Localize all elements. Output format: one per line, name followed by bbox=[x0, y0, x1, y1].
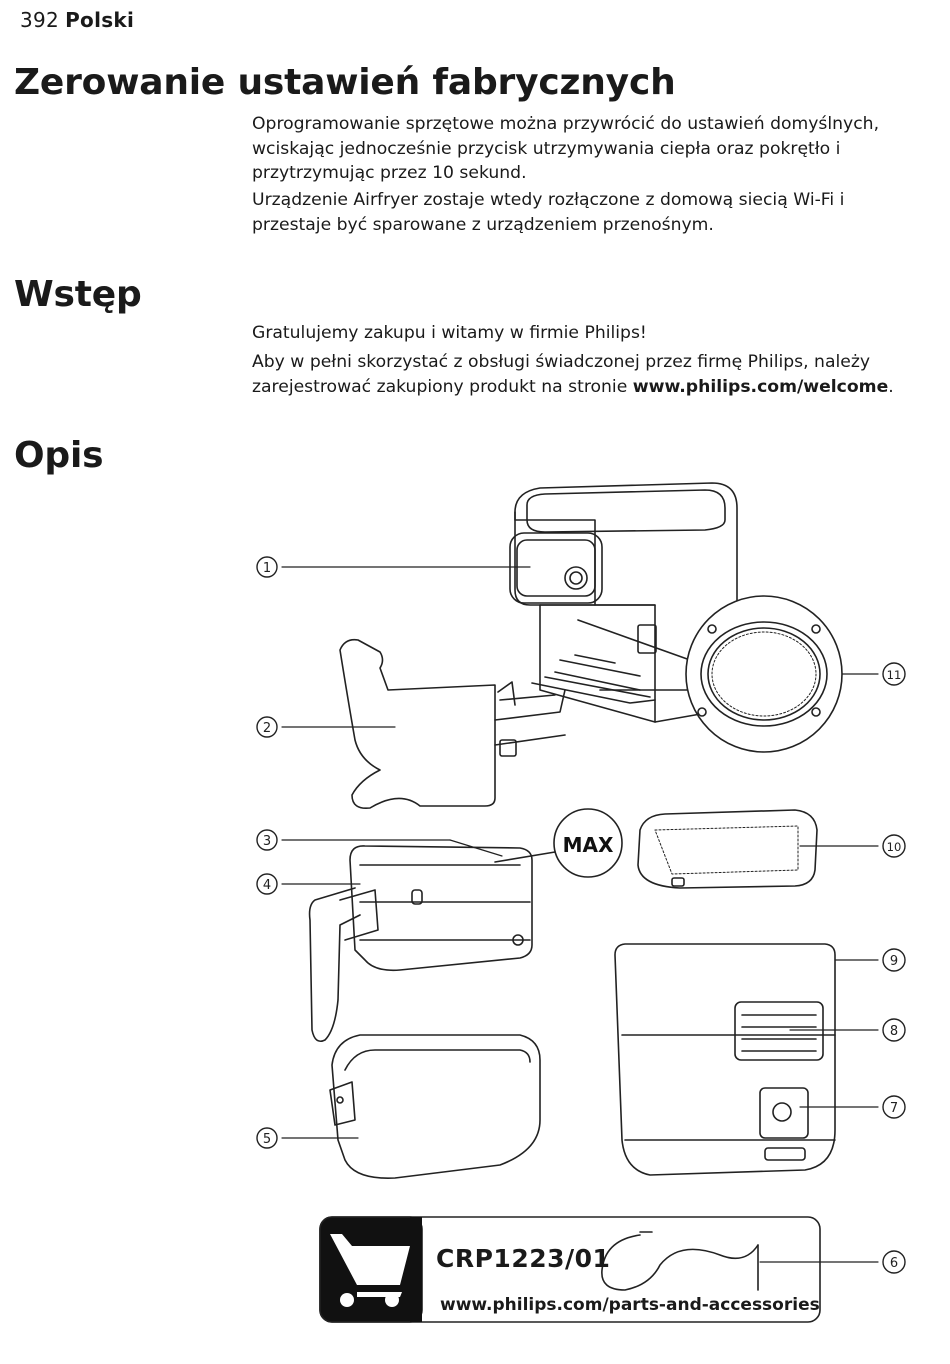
accessory-url[interactable]: www.philips.com/parts-and-accessories bbox=[440, 1295, 820, 1315]
callout-number-4: 4 bbox=[263, 878, 271, 893]
reset-paragraph-1: Oprogramowanie sprzętowe można przywróci… bbox=[252, 114, 880, 183]
callout-circle-8 bbox=[882, 1018, 906, 1042]
callout-number-8: 8 bbox=[890, 1024, 898, 1039]
section-title-description: Opis bbox=[14, 435, 104, 476]
accessory-code: CRP1223/01 bbox=[436, 1244, 611, 1273]
callout-number-11: 11 bbox=[887, 668, 902, 682]
basket-drawing bbox=[308, 845, 533, 1043]
callout-circle-1 bbox=[256, 556, 278, 578]
intro-paragraph-2: Aby w pełni skorzystać z obsługi świadcz… bbox=[252, 350, 922, 399]
page-number: 392 bbox=[20, 8, 60, 32]
callout-number-5: 5 bbox=[263, 1132, 271, 1147]
back-unit-drawing bbox=[614, 943, 836, 1176]
callout-number-2: 2 bbox=[263, 721, 271, 736]
reset-paragraph-2: Urządzenie Airfryer zostaje wtedy rozłąc… bbox=[252, 190, 845, 235]
callout-circle-4 bbox=[256, 873, 278, 895]
probe-cable-drawing bbox=[601, 1231, 759, 1291]
callout-number-3: 3 bbox=[263, 834, 271, 849]
outer-pan-drawing bbox=[329, 1034, 541, 1179]
shopping-cart-icon bbox=[330, 1234, 410, 1307]
intro-text: Aby w pełni skorzystać z obsługi świadcz… bbox=[252, 352, 871, 397]
welcome-link[interactable]: www.philips.com/welcome bbox=[632, 376, 889, 397]
callout-number-10: 10 bbox=[887, 840, 902, 854]
section-title-intro: Wstęp bbox=[14, 274, 142, 315]
callout-circle-2 bbox=[256, 716, 278, 738]
callout-number-7: 7 bbox=[890, 1101, 898, 1116]
max-label: MAX bbox=[563, 833, 614, 857]
callout-circle-7 bbox=[882, 1095, 906, 1119]
callout-circle-6 bbox=[882, 1250, 906, 1274]
drawer-drawing bbox=[339, 638, 566, 810]
callout-number-9: 9 bbox=[890, 954, 898, 969]
callout-circle-9 bbox=[882, 948, 906, 972]
intro-end: . bbox=[888, 376, 894, 397]
intro-paragraph-1: Gratulujemy zakupu i witamy w firmie Phi… bbox=[252, 323, 647, 343]
section-title-reset: Zerowanie ustawień fabrycznych bbox=[14, 62, 676, 103]
callout-circle-3 bbox=[256, 829, 278, 851]
language-label: Polski bbox=[65, 8, 135, 32]
callout-circle-10 bbox=[882, 834, 906, 858]
grid-accessory-drawing bbox=[637, 809, 818, 889]
callout-number-1: 1 bbox=[263, 561, 271, 576]
callout-leaders bbox=[281, 566, 879, 1263]
max-marker-bubble bbox=[494, 808, 623, 878]
callout-number-6: 6 bbox=[890, 1256, 898, 1271]
callout-circle-11 bbox=[882, 662, 906, 686]
grid-detail-magnifier bbox=[577, 595, 843, 753]
callout-circle-5 bbox=[256, 1127, 278, 1149]
